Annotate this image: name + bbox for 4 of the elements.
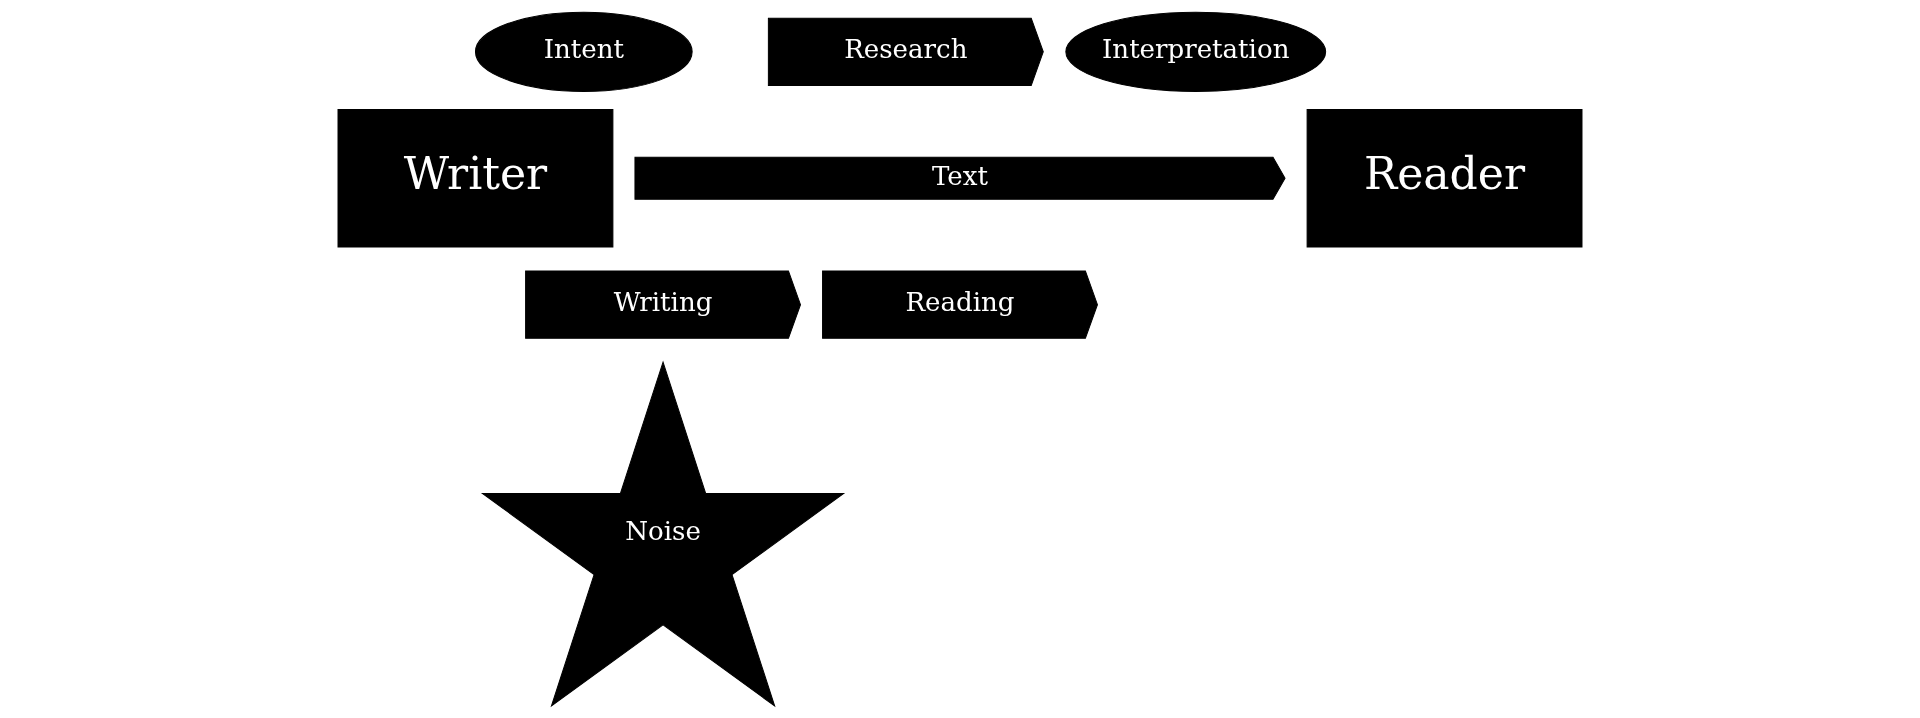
node-ellipse: Intent (474, 11, 693, 92)
node-box: Writer (337, 109, 614, 248)
node-box: Reader (1306, 109, 1583, 248)
node-ellipse: Interpretation (1065, 11, 1327, 92)
